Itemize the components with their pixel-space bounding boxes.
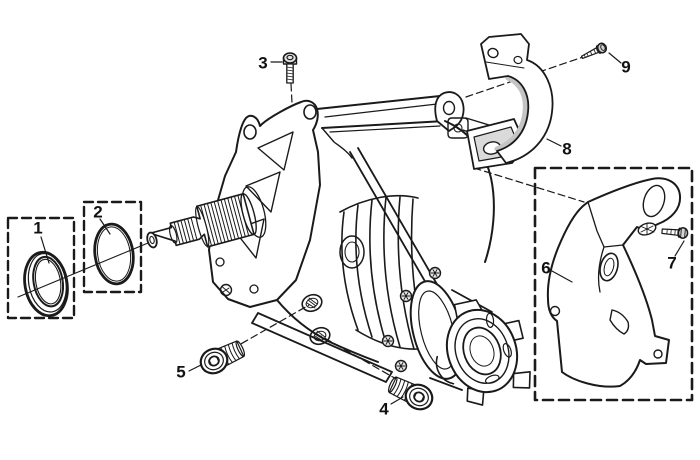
label-leader-lines xyxy=(40,52,685,405)
heat-shield-bracket-part-6 xyxy=(546,177,682,388)
detail-box-6-7 xyxy=(533,166,694,402)
housing-screws xyxy=(381,266,442,373)
callout-8-label: 8 xyxy=(562,139,572,159)
callout-4-label: 4 xyxy=(379,399,389,419)
plug-part-4 xyxy=(387,376,434,411)
callout-9-label: 9 xyxy=(621,57,631,77)
detail-box-2 xyxy=(82,200,143,294)
seal-ring-part-1 xyxy=(23,250,69,318)
threaded-boss-upper xyxy=(301,293,323,313)
detail-box-1 xyxy=(6,216,76,320)
threaded-boss-lower xyxy=(309,326,331,346)
output-clamp-ring xyxy=(435,299,531,406)
input-shaft xyxy=(146,193,257,249)
transfer-case-housing xyxy=(251,91,513,383)
o-ring-part-2 xyxy=(93,222,135,286)
screw-part-9 xyxy=(580,42,608,59)
callout-3-label: 3 xyxy=(258,53,268,73)
callout-7-label: 7 xyxy=(667,253,677,273)
callout-1-label: 1 xyxy=(33,218,43,238)
bolt-part-7 xyxy=(661,227,689,239)
plug-part-5 xyxy=(199,340,246,375)
support-bracket-part-8 xyxy=(466,33,554,170)
callout-2-label: 2 xyxy=(93,202,103,222)
bolt-part-3 xyxy=(282,52,298,84)
flange-plate xyxy=(208,99,321,308)
callout-5-label: 5 xyxy=(176,362,186,382)
callout-6-label: 6 xyxy=(541,258,551,278)
